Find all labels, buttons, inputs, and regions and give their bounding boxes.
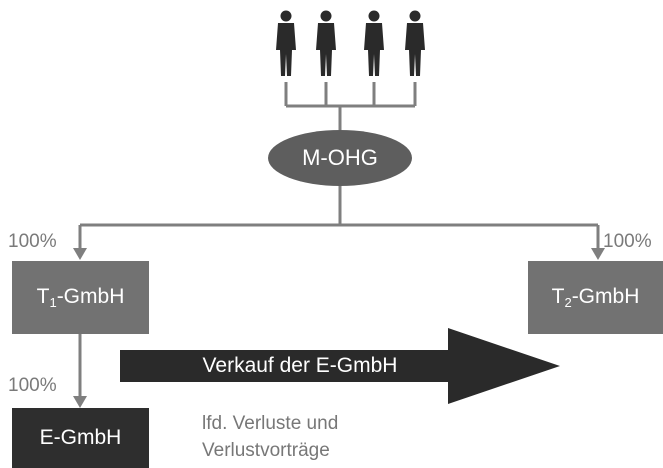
t1-gmbh-label: T1-GmbH bbox=[36, 285, 125, 310]
t1-gmbh-box: T1-GmbH bbox=[12, 261, 149, 334]
losses-note-line1: lfd. Verluste und bbox=[202, 413, 339, 434]
egmbh-share-label: 100% bbox=[8, 375, 57, 396]
ohg-to-subsidiaries-line bbox=[78, 185, 600, 250]
m-ohg-label: M-OHG bbox=[302, 145, 378, 170]
t1-share-label: 100% bbox=[8, 231, 57, 252]
e-gmbh-box: E-GmbH bbox=[12, 408, 149, 468]
ohg-ellipse bbox=[268, 130, 412, 186]
sale-arrow bbox=[120, 328, 560, 404]
partner-figure bbox=[364, 10, 384, 76]
partner-figures bbox=[276, 10, 425, 76]
arrowheads bbox=[73, 248, 605, 408]
losses-note: lfd. Verluste und Verlustvorträge bbox=[202, 410, 338, 464]
e-gmbh-label: E-GmbH bbox=[39, 426, 122, 449]
t2-share-label: 100% bbox=[603, 231, 652, 252]
t2-gmbh-label: T2-GmbH bbox=[551, 285, 640, 310]
partner-figure bbox=[316, 10, 336, 76]
arrowhead-t1 bbox=[73, 248, 87, 260]
losses-note-line2: Verlustvorträge bbox=[202, 440, 330, 461]
partner-connector bbox=[284, 82, 417, 130]
partner-figure bbox=[405, 10, 425, 76]
sale-arrow-label: Verkauf der E-GmbH bbox=[202, 354, 398, 377]
connector-lines bbox=[78, 82, 600, 398]
m-ohg-node: M-OHG bbox=[268, 130, 412, 186]
arrowhead-t2 bbox=[591, 248, 605, 260]
arrowhead-egmbh bbox=[73, 396, 87, 408]
partner-figure bbox=[276, 10, 296, 76]
t2-gmbh-box: T2-GmbH bbox=[528, 261, 663, 334]
